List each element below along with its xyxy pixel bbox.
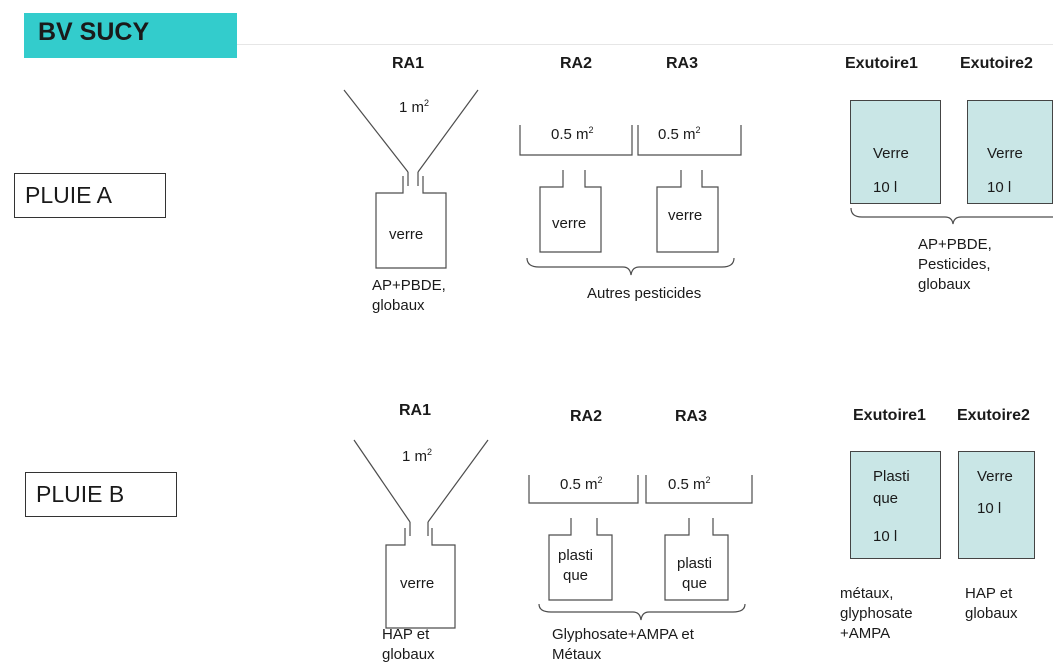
rain-a-exutoire-note-1: AP+PBDE, [918, 236, 992, 253]
rain-b-ra3-area: 0.5 m2 [668, 475, 711, 493]
rain-b-ra2-collector [528, 475, 639, 504]
rain-b-ra23-note-1: Glyphosate+AMPA et [552, 626, 694, 643]
rain-b-ra1-container: verre [400, 575, 435, 592]
rain-a-ra1-header: RA1 [392, 55, 425, 72]
rain-b-exutoire2-note-1: HAP et [965, 585, 1013, 602]
rain-b-exutoire1-note-2: glyphosate [840, 605, 913, 622]
rain-b-ra2-bottle [548, 518, 613, 601]
rain-a-exutoire-note-2: Pesticides, [918, 256, 991, 273]
rain-a-exutoire1-tank: Verre 10 l [850, 100, 941, 204]
rain-b-ra3-container-1: plasti [677, 555, 713, 572]
rain-b-ra1-note-1: HAP et [382, 626, 430, 643]
rain-a-exutoire1-material: Verre [873, 145, 909, 162]
rain-a-ra3-area: 0.5 m2 [658, 125, 701, 143]
page-title: BV SUCY [38, 18, 150, 46]
rain-b-label: PLUIE B [36, 481, 125, 507]
rain-b-ra23-note-2: Métaux [552, 646, 602, 663]
rain-b-ra1-area: 1 m2 [402, 447, 433, 465]
rain-a-exutoire-note-3: globaux [918, 276, 971, 293]
rain-b-exutoire1-material-2: que [873, 490, 899, 507]
rain-b-ra2-container-1: plasti [558, 547, 594, 564]
rain-b-exutoire2-note-2: globaux [965, 605, 1018, 622]
rain-b-ra2-container-2: que [563, 567, 589, 584]
rain-a-ra1-area: 1 m2 [399, 98, 430, 116]
rain-a-ra1-container: verre [389, 226, 424, 243]
rain-b-ra3-container-2: que [682, 575, 708, 592]
rain-a-ra2-collector [519, 125, 633, 156]
rain-b-exutoire2-volume: 10 l [977, 500, 1002, 517]
rain-a-ra2-container: verre [552, 215, 587, 232]
rain-b-ra1-header: RA1 [399, 402, 432, 419]
rain-b-exutoire1-tank: Plasti que 10 l [850, 451, 941, 559]
rain-a-ra2-bottle [539, 170, 602, 253]
rain-b-ra3-bottle [664, 518, 729, 601]
rain-b-exutoire2-material: Verre [977, 468, 1013, 485]
rain-b-label-box: PLUIE B [25, 472, 177, 517]
rain-b-ra2-header: RA2 [570, 408, 603, 425]
rain-a-ra3-collector [637, 125, 742, 156]
rain-a-exutoire2-material: Verre [987, 145, 1023, 162]
rain-a-label-box: PLUIE A [14, 173, 166, 218]
title-banner [24, 13, 237, 58]
rain-b-exutoire1-header: Exutoire1 [853, 407, 926, 424]
rain-b-ra1-funnel [353, 439, 489, 536]
rain-a-ra23-note: Autres pesticides [587, 285, 702, 302]
rain-a-ra1-note-1: AP+PBDE, [372, 277, 446, 294]
rain-a-ra3-bottle [656, 170, 719, 253]
rain-a-exutoire2-volume: 10 l [987, 179, 1012, 196]
rain-a-ra3-header: RA3 [666, 55, 699, 72]
rain-a-exutoire1-volume: 10 l [873, 179, 898, 196]
rain-a-ra1-note-2: globaux [372, 297, 425, 314]
rain-b-ra1-note-2: globaux [382, 646, 435, 663]
rain-b-exutoire1-volume: 10 l [873, 528, 898, 545]
rain-b-exutoire1-note-3: +AMPA [840, 625, 891, 642]
rain-a-ra2-area: 0.5 m2 [551, 125, 594, 143]
rain-a-ra23-brace [526, 257, 735, 276]
rain-b-exutoire2-header: Exutoire2 [957, 407, 1030, 424]
rain-a-ra1-funnel [343, 89, 479, 186]
rain-a-ra2-header: RA2 [560, 55, 593, 72]
rain-a-label: PLUIE A [25, 182, 112, 208]
rain-a-ra1-bottle [375, 176, 447, 269]
rain-b-ra3-header: RA3 [675, 408, 708, 425]
rain-a-ra3-container: verre [668, 207, 703, 224]
rain-a-exutoire2-header: Exutoire2 [960, 55, 1033, 72]
rain-b-ra1-bottle [385, 528, 456, 629]
rain-a-exutoire2-tank: Verre 10 l [967, 100, 1053, 204]
rain-a-exutoire1-header: Exutoire1 [845, 55, 918, 72]
rain-a-exutoire-brace [850, 207, 1053, 225]
rain-b-exutoire1-note-1: métaux, [840, 585, 894, 602]
rain-b-ra2-area: 0.5 m2 [560, 475, 603, 493]
rain-b-ra23-brace [538, 603, 746, 621]
header-divider [237, 44, 1053, 45]
rain-b-exutoire1-material-1: Plasti [873, 468, 910, 485]
rain-b-exutoire2-tank: Verre 10 l [958, 451, 1035, 559]
rain-b-ra3-collector [645, 475, 753, 504]
